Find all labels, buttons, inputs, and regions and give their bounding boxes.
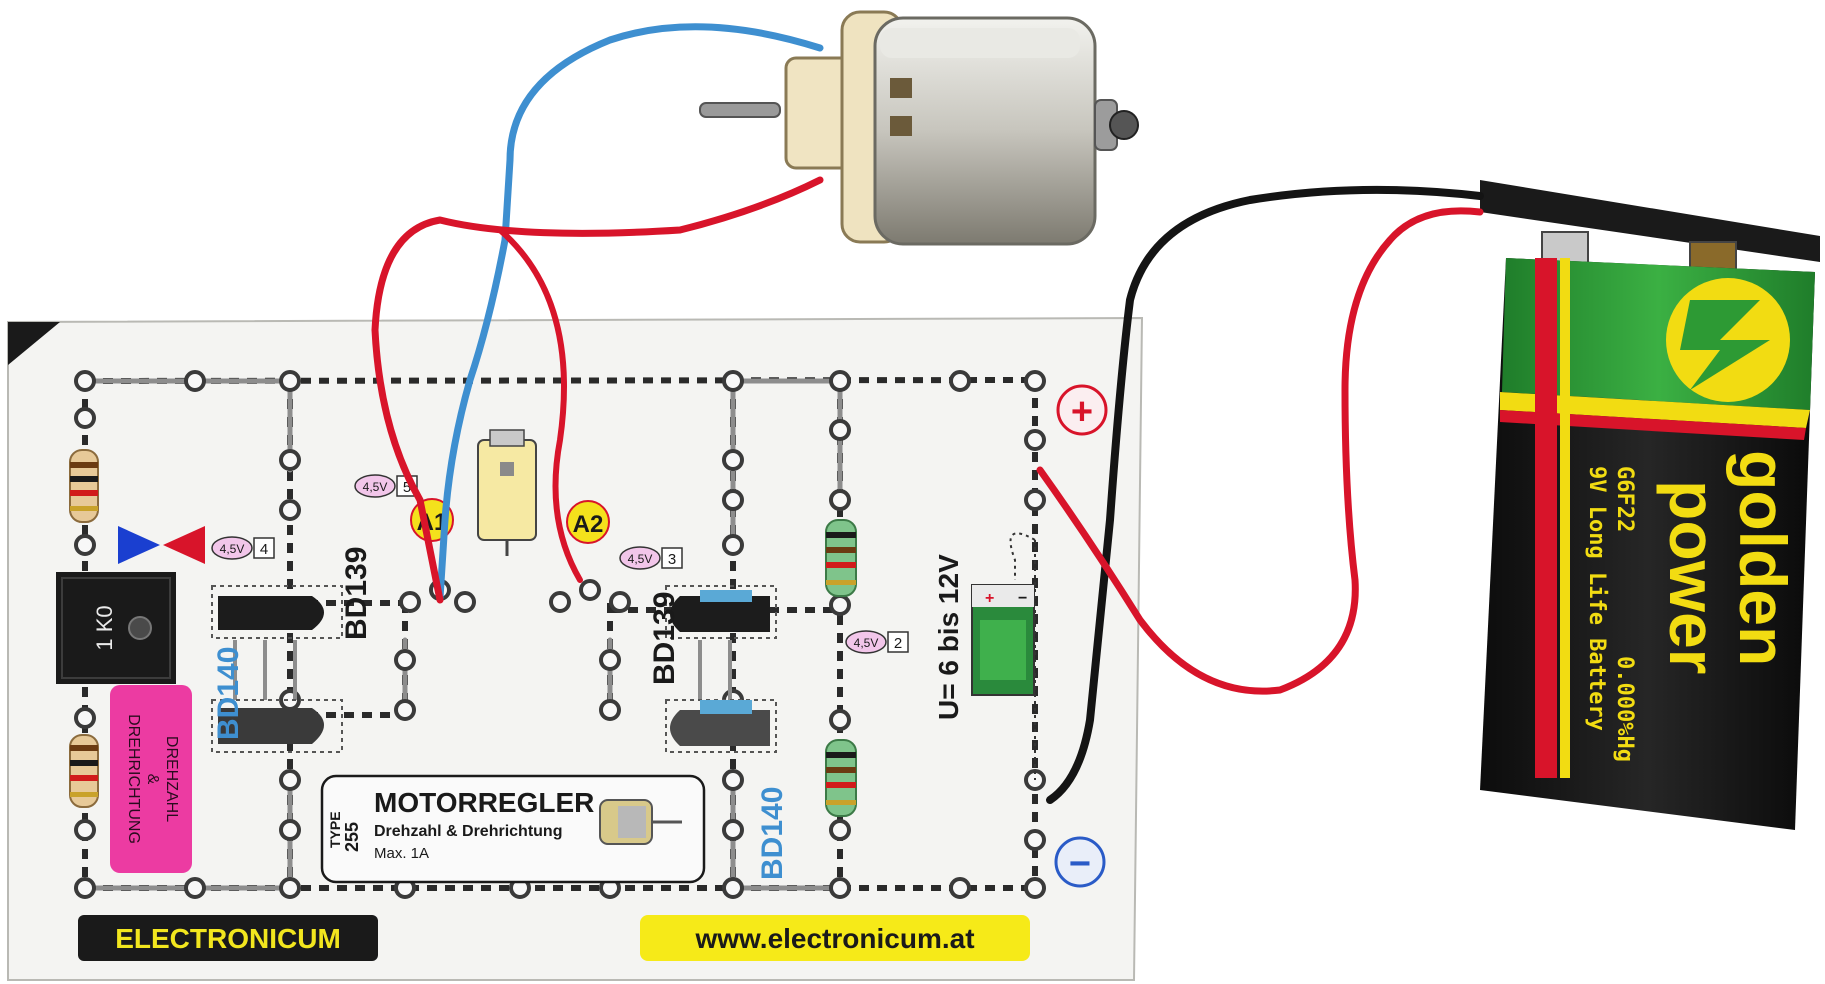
- direction-label-1: DREHZAHL: [163, 736, 180, 822]
- resistor-top-right: [825, 519, 857, 597]
- test-point-5-voltage: 4,5V: [363, 480, 388, 494]
- wire-red-motor: [371, 176, 824, 604]
- transistor-bottom-right: [665, 699, 777, 753]
- direction-label-amp: &: [144, 774, 161, 785]
- mini-battery-minus: −: [1018, 590, 1027, 607]
- type-label: TYPE: [327, 811, 343, 848]
- wire-red-battery: [1036, 207, 1484, 695]
- test-point-2-voltage: 4,5V: [854, 636, 879, 650]
- direction-symbol-icon: [118, 526, 205, 564]
- transistor-label-bottom-left: BD140: [212, 647, 245, 740]
- direction-panel: DREHZAHL & DREHRICHTUNG: [110, 685, 192, 873]
- resistor-bottom-right: [825, 739, 857, 817]
- board-title: MOTORREGLER: [374, 787, 594, 818]
- transistor-label-top-left: BD139: [340, 547, 373, 640]
- website-badge: www.electronicum.at: [640, 915, 1030, 961]
- minus-symbol: −: [1069, 843, 1091, 885]
- test-point-4-number: 4: [260, 541, 268, 558]
- test-point-3: 4,5V 3: [619, 546, 683, 570]
- test-point-3-number: 3: [668, 551, 676, 568]
- plus-pad-icon: +: [1056, 384, 1108, 436]
- printed-motor-icon: [477, 429, 537, 556]
- direction-label-2: DREHRICHTUNG: [125, 714, 142, 844]
- mini-battery-plus: +: [985, 590, 994, 607]
- minus-pad-icon: −: [1054, 836, 1106, 888]
- transistor-label-bottom-right: BD140: [756, 787, 789, 880]
- circuit-board: 1 K0 DREHZAHL & DREHRICHTUNG: [7, 316, 1144, 981]
- terminal-a2: A2: [566, 500, 610, 544]
- test-point-2-number: 2: [894, 635, 902, 652]
- printed-battery-icon: + −: [971, 532, 1036, 780]
- test-point-5-number: 5: [403, 479, 411, 496]
- test-point-4: 4,5V 4: [211, 536, 275, 560]
- voltage-range-label: U= 6 bis 12V: [933, 554, 964, 720]
- resistor-top-left: [69, 449, 99, 523]
- resistor-bottom-left: [69, 734, 99, 808]
- battery-spec: 9V Long Life Battery: [1584, 466, 1609, 731]
- wire-red-motor-2: [497, 227, 583, 583]
- test-point-4-voltage: 4,5V: [220, 542, 245, 556]
- potentiometer-label: 1 K0: [92, 605, 117, 650]
- type-number: 255: [342, 822, 362, 852]
- board-jumpers: [82, 378, 843, 891]
- battery-mercury: 0.000%Hg: [1612, 656, 1637, 762]
- battery-brand-2: power: [1656, 480, 1730, 674]
- title-box: TYPE 255 MOTORREGLER Drehzahl & Drehrich…: [320, 774, 706, 884]
- battery-logo-icon: [1666, 278, 1790, 402]
- website-url: www.electronicum.at: [694, 923, 974, 954]
- terminal-rivets: [74, 370, 1046, 899]
- battery-9v: golden power G6F22 0.000%Hg 9V Long Life…: [1480, 180, 1820, 830]
- brand-badge: ELECTRONICUM: [78, 915, 378, 961]
- battery-brand-1: golden: [1726, 450, 1800, 666]
- title-motor-icon: [599, 799, 682, 845]
- potentiometer: 1 K0: [56, 572, 176, 684]
- transistor-top-right: [665, 585, 777, 700]
- plus-symbol: +: [1071, 391, 1093, 433]
- wire-blue: [436, 23, 824, 602]
- test-point-2: 4,5V 2: [845, 630, 909, 654]
- terminal-a2-label: A2: [573, 511, 604, 538]
- transistor-bottom-left: [211, 699, 343, 753]
- wire-black-battery: [1046, 185, 1484, 804]
- dc-motor: [699, 10, 1139, 246]
- transistor-top-left: [211, 585, 343, 700]
- wires: [371, 23, 1484, 804]
- transistor-label-top-right: BD139: [648, 592, 681, 685]
- brand-name: ELECTRONICUM: [115, 923, 341, 954]
- board-max-current: Max. 1A: [374, 845, 429, 862]
- test-point-3-voltage: 4,5V: [628, 552, 653, 566]
- board-subtitle: Drehzahl & Drehrichtung: [374, 823, 562, 840]
- battery-model: G6F22: [1612, 466, 1637, 532]
